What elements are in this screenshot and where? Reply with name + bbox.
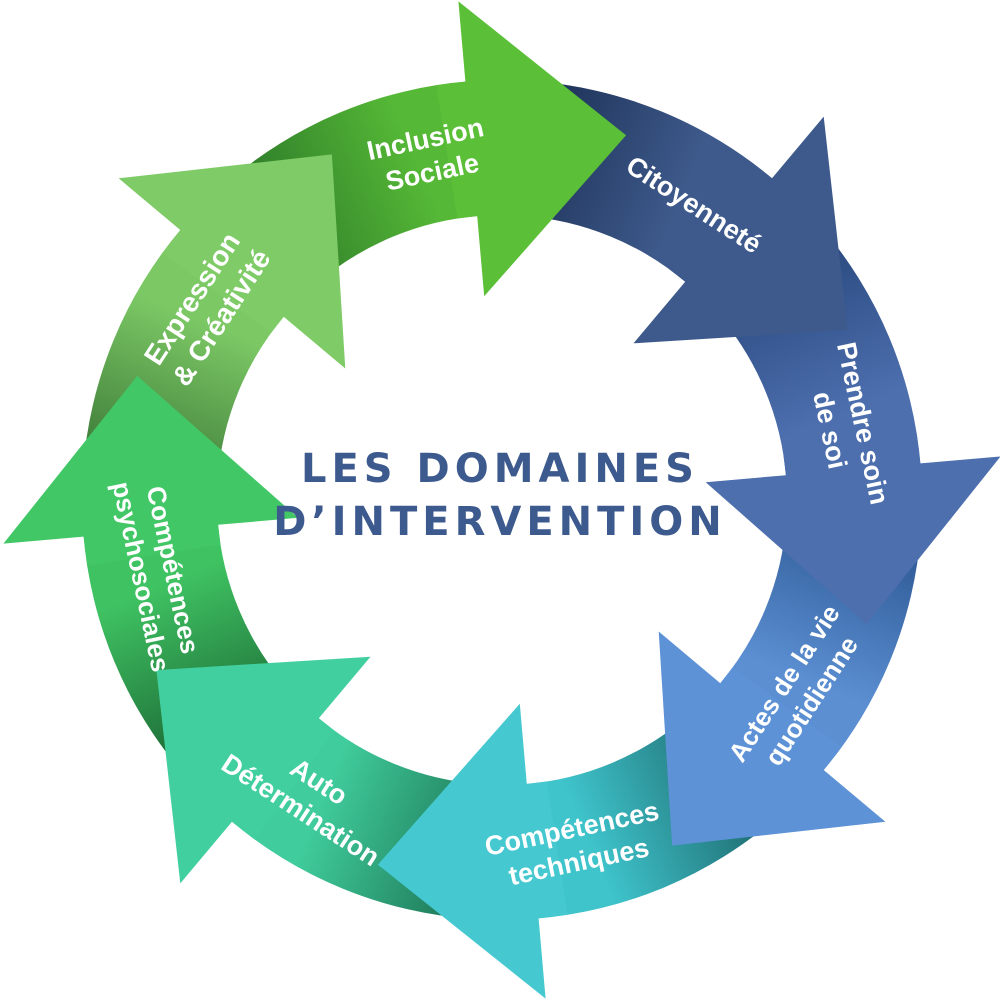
center-title-line2: D’INTERVENTION [273, 499, 727, 545]
arrow-head-citoyennete [633, 116, 848, 344]
center-title-line1: LES DOMAINES [301, 446, 699, 492]
arrow-heads [3, 1, 1000, 999]
arrow-head-competences-psychosociales [3, 375, 299, 566]
arrow-head-actes-vie-quotidienne [658, 631, 886, 846]
arrow-head-prendre-soin-de-soi [705, 434, 1000, 625]
arrow-head-expression-creativite [118, 154, 346, 369]
center-title: LES DOMAINES D’INTERVENTION [273, 446, 727, 545]
arrow-head-competences-techniques [377, 703, 568, 999]
arrow-head-auto-determination [156, 656, 371, 884]
arrow-head-inclusion-sociale [436, 1, 627, 297]
